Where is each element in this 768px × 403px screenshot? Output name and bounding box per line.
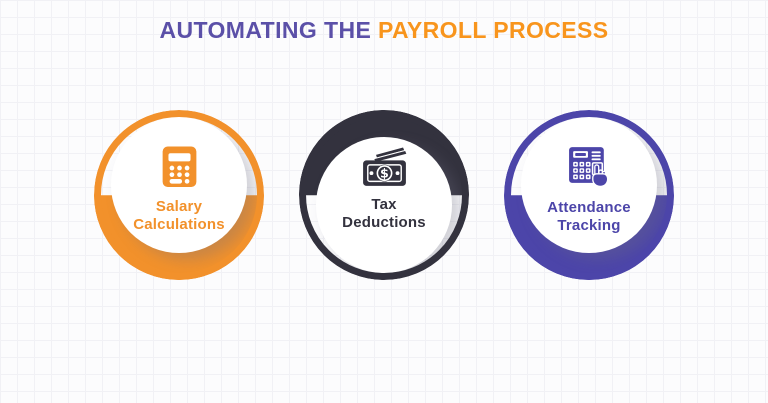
page-title: AUTOMATING THE PAYROLL PROCESS xyxy=(0,0,768,43)
badge-salary-calculations: Salary Calculations xyxy=(94,110,264,281)
money-bills-icon: $ xyxy=(358,146,411,187)
badge-tax-deductions: $ Tax Deductions xyxy=(299,110,469,281)
badge-label-line2: Tracking xyxy=(557,216,621,234)
ring-outline xyxy=(299,110,469,281)
title-accent-text: PAYROLL PROCESS xyxy=(378,17,609,43)
ring-outline xyxy=(504,110,674,281)
badge-label: Tax Deductions xyxy=(342,196,426,233)
badge-label: Attendance Tracking xyxy=(547,199,631,236)
badge-label-line1: Attendance xyxy=(547,198,631,216)
svg-text:$: $ xyxy=(380,167,389,182)
badge-label-line1: Salary xyxy=(155,198,203,215)
badge-label: Salary Calculations xyxy=(133,198,225,235)
badge-content: Attendance Tracking xyxy=(504,110,674,280)
calculator-icon xyxy=(161,144,198,189)
badge-label-line1: Tax xyxy=(371,196,397,213)
attendance-machine-icon xyxy=(566,144,613,190)
title-primary-text: AUTOMATING THE xyxy=(159,17,372,43)
badge-label-line2: Deductions xyxy=(342,214,426,232)
ring-outline xyxy=(94,110,264,281)
badge-content: Salary Calculations xyxy=(94,110,264,280)
badge-attendance-tracking: Attendance Tracking xyxy=(504,110,674,281)
badge-content: $ Tax Deductions xyxy=(299,110,469,280)
badge-row: Salary Calculations xyxy=(0,110,768,281)
badge-label-line2: Calculations xyxy=(133,216,225,234)
